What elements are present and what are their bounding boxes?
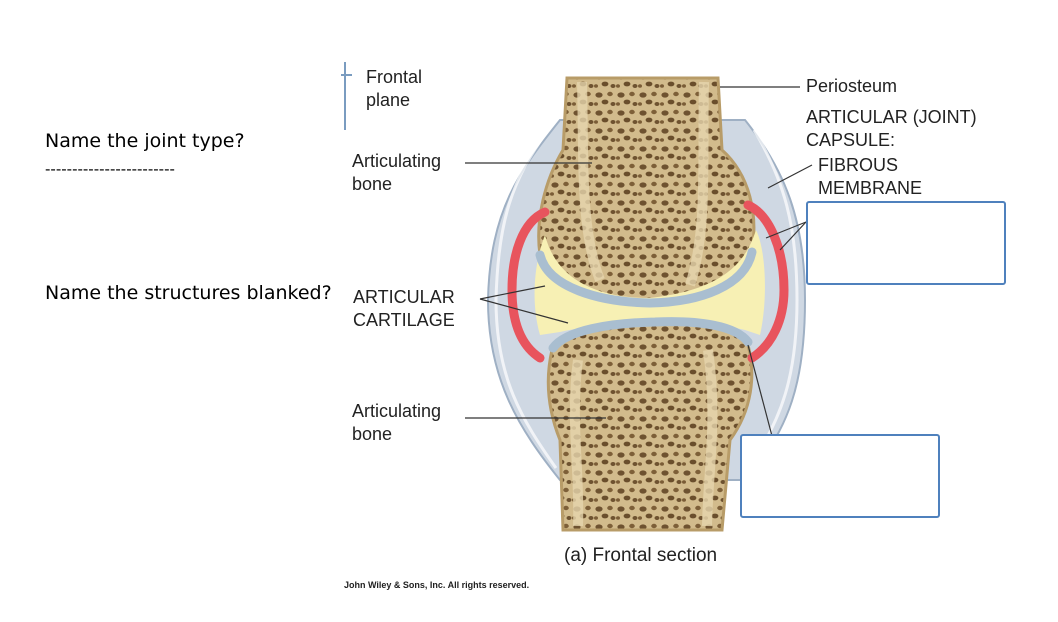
label-articular-capsule: ARTICULAR (JOINT)CAPSULE: [806,106,977,152]
upper-bone [539,78,754,302]
blank-answer-box-synovial-membrane[interactable] [806,201,1006,285]
copyright-credit: John Wiley & Sons, Inc. All rights reser… [344,580,529,590]
frontal-plane-bracket [341,62,352,130]
blank-answer-box-synovial-cavity[interactable] [740,434,940,518]
label-periosteum: Periosteum [806,75,897,98]
figure-caption: (a) Frontal section [564,545,717,567]
